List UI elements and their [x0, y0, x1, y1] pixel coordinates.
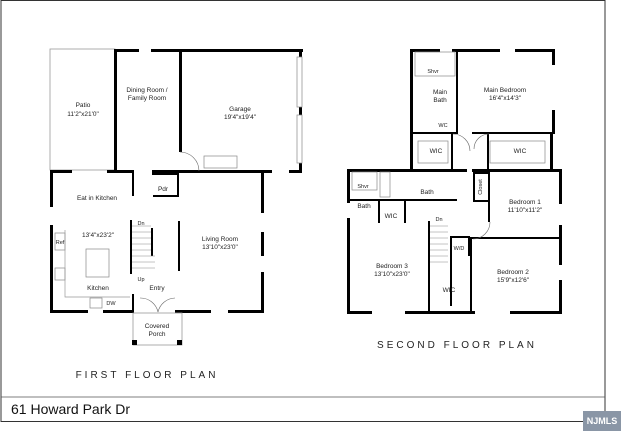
porch-label-2: Porch: [149, 331, 166, 338]
dw-label: DW: [106, 301, 116, 307]
wic-bedroom2-label: WIC: [443, 287, 456, 294]
bedroom2-dims: 15'9"x12'6": [497, 277, 530, 284]
powder-label: Pdr: [158, 186, 169, 193]
bedroom1-dims: 11'10"x11'2": [508, 207, 543, 214]
patio-label: Patio: [76, 102, 91, 109]
address-label: 61 Howard Park Dr: [11, 401, 130, 417]
first-floor-plan: Patio 11'2"x21'0" Dining Room / Family R…: [49, 48, 303, 381]
main-bath-label-1: Main: [433, 89, 447, 96]
stairs-dn-label: Dn: [137, 221, 144, 227]
bedroom3-dims: 13'10"x23'0": [374, 271, 410, 278]
first-floor-title: FIRST FLOOR PLAN: [76, 370, 219, 381]
garage-dims: 19'4"x19'4": [224, 114, 257, 121]
bath-center-label: Bath: [420, 189, 434, 196]
patio-dims: 11'2"x21'0": [67, 111, 99, 118]
wic-right-label: WIC: [514, 148, 527, 155]
kitchen-dims: 13'4"x23'2": [82, 232, 115, 239]
bedroom1-label: Bedroom 1: [509, 199, 541, 206]
dining-label-2: Family Room: [128, 95, 166, 102]
kitchen-island: [85, 248, 110, 278]
main-bath-wc-label: WC: [438, 123, 447, 129]
sheet-border: [0, 0, 606, 422]
dining-label-1: Dining Room /: [126, 87, 167, 94]
main-bedroom-label: Main Bedroom: [484, 87, 526, 94]
second-floor-plan: Shvr Main Bath WC Main Bedroom 16'4"x14'…: [347, 49, 562, 351]
stairs-up-label: Up: [137, 277, 144, 283]
main-bath-shvr-label: Shvr: [427, 69, 438, 75]
porch-label-1: Covered: [145, 323, 170, 330]
porch-outline: [132, 312, 183, 346]
njmls-watermark: NJMLS: [583, 411, 621, 431]
bedroom3-label: Bedroom 3: [376, 263, 408, 270]
second-floor-title: SECOND FLOOR PLAN: [377, 340, 537, 351]
wic-left-label: WIC: [430, 148, 443, 155]
wd-label: W/D: [454, 246, 465, 252]
bath-left-label: Bath: [357, 203, 371, 210]
ref-label: Ref: [56, 240, 65, 246]
main-bedroom-dims: 16'4"x14'3": [489, 95, 522, 102]
living-room-dims: 13'10"x23'0": [202, 244, 238, 251]
closet-label: Closet: [478, 179, 484, 195]
bath-left-shvr-label: Shvr: [357, 184, 368, 190]
kitchen-label: Kitchen: [87, 285, 109, 292]
entry-label: Entry: [149, 285, 165, 292]
garage-label: Garage: [229, 106, 251, 113]
bedroom2-label: Bedroom 2: [497, 269, 529, 276]
eat-in-kitchen-label: Eat in Kitchen: [77, 195, 117, 202]
stairs-dn-label-2: Dn: [435, 217, 442, 223]
living-room-label: Living Room: [202, 236, 238, 243]
wic-bedroom3-label: WIC: [385, 213, 398, 220]
main-bath-label-2: Bath: [433, 97, 447, 104]
patio-outline: [49, 48, 116, 171]
